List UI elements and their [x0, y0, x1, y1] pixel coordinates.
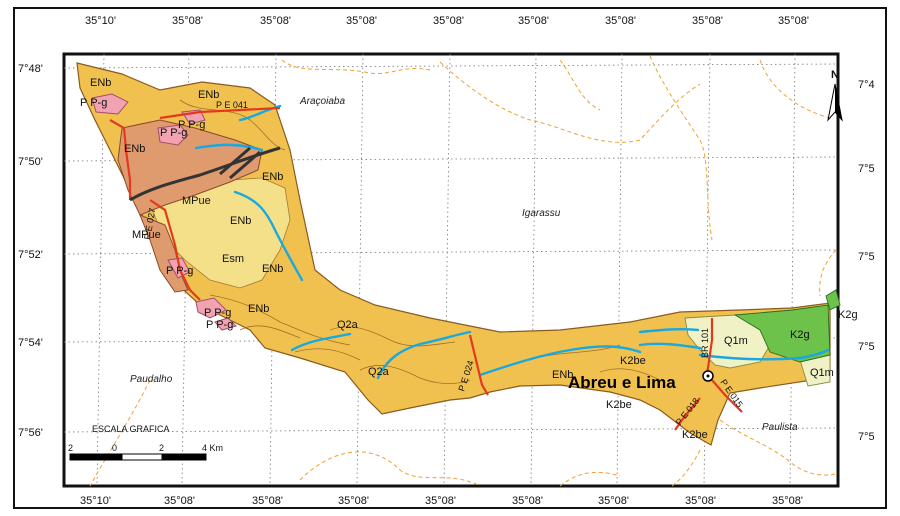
place-igarassu: Igarassu [522, 208, 561, 219]
unit-k2g-area-2 [825, 289, 841, 311]
place-abreu-e-lima: Abreu e Lima [568, 373, 676, 392]
left-tick: 7°54' [18, 337, 43, 349]
bottom-tick: 35°08' [598, 495, 629, 507]
unit-label: MPue [182, 195, 211, 207]
left-tick-labels: 7°48' 7°50' 7°52' 7°54' 7°56' [18, 63, 43, 439]
left-tick: 7°56' [18, 427, 43, 439]
bottom-tick: 35°08' [512, 495, 543, 507]
left-tick: 7°50' [18, 156, 43, 168]
unit-label: K2be [606, 399, 632, 411]
bottom-tick: 35°08' [164, 495, 195, 507]
unit-label: Esm [222, 253, 244, 265]
bottom-tick: 35°08' [252, 495, 283, 507]
top-tick: 35°08' [605, 15, 636, 27]
bottom-tick-labels: 35°10' 35°08' 35°08' 35°08' 35°08' 35°08… [80, 495, 803, 507]
scale-tick-1: 0 [112, 443, 117, 453]
unit-label: K2g [790, 329, 810, 341]
unit-enb-area [76, 62, 831, 446]
left-tick: 7°48' [18, 63, 43, 75]
top-tick: 35°08' [518, 15, 549, 27]
scale-title: ESCALA GRAFICA [92, 424, 170, 434]
right-tick-labels: 7°4 7°5 7°5 7°5 7°5 [858, 79, 875, 443]
bottom-tick: 35°08' [338, 495, 369, 507]
unit-label: K2g [838, 309, 858, 321]
top-tick: 35°08' [346, 15, 377, 27]
top-tick: 35°08' [433, 15, 464, 27]
unit-label: ENb [230, 215, 251, 227]
top-tick: 35°08' [172, 15, 203, 27]
right-tick: 7°4 [858, 79, 875, 91]
bottom-tick: 35°10' [80, 495, 111, 507]
top-tick: 35°08' [692, 15, 723, 27]
top-tick: 35°08' [260, 15, 291, 27]
scale-tick-2: 2 [159, 443, 164, 453]
unit-labels: ENb ENb ENb ENb ENb ENb ENb P P-g P P-g … [80, 77, 858, 441]
city-marker-center [706, 374, 710, 378]
rivers [194, 104, 830, 380]
unit-label: Q2a [368, 366, 390, 378]
unit-label: MPue [132, 229, 161, 241]
right-tick: 7°5 [858, 431, 875, 443]
unit-label: ENb [262, 263, 283, 275]
north-label: N [831, 69, 839, 81]
unit-label: ENb [248, 303, 269, 315]
top-tick: 35°08' [778, 15, 809, 27]
scale-tick-0: 2 [68, 443, 73, 453]
road-label-br101: BR 101 [700, 328, 710, 358]
unit-ppg-patches [91, 93, 237, 331]
unit-label: K2be [620, 355, 646, 367]
right-tick: 7°5 [858, 163, 875, 175]
municipal-boundaries [89, 55, 837, 487]
left-tick: 7°52' [18, 249, 43, 261]
scale-bar [69, 453, 207, 461]
place-aracoiaba: Araçoiaba [299, 96, 345, 107]
place-paudalho: Paudalho [130, 374, 173, 385]
top-tick-labels: 35°10' 35°08' 35°08' 35°08' 35°08' 35°08… [85, 15, 809, 27]
top-tick: 35°10' [85, 15, 116, 27]
unit-label: ENb [262, 171, 283, 183]
place-paulista: Paulista [762, 422, 798, 433]
faults [129, 146, 281, 202]
unit-k2g-area [733, 304, 831, 363]
unit-label: P P-g [80, 97, 107, 109]
unit-label: Q1m [810, 367, 834, 379]
north-arrow-icon [827, 83, 843, 122]
unit-label: ENb [90, 77, 111, 89]
unit-label: ENb [552, 369, 573, 381]
unit-label: P P-g [166, 265, 193, 277]
road-label-pe041: P E 041 [216, 100, 248, 110]
scale-tick-3: 4 Km [202, 443, 223, 453]
bottom-tick: 35°08' [425, 495, 456, 507]
right-tick: 7°5 [858, 341, 875, 353]
unit-label: Q2a [337, 319, 359, 331]
bottom-tick: 35°08' [772, 495, 803, 507]
unit-label: K2be [682, 429, 708, 441]
unit-label: ENb [198, 89, 219, 101]
right-tick: 7°5 [858, 251, 875, 263]
unit-label: P P-g [178, 119, 205, 131]
bottom-tick: 35°08' [685, 495, 716, 507]
unit-label: P P-g [204, 307, 231, 319]
unit-label: ENb [124, 143, 145, 155]
outer-frame [13, 7, 887, 509]
unit-label: P P-g [206, 319, 233, 331]
unit-label: P P-g [160, 127, 187, 139]
unit-label: Q1m [724, 335, 748, 347]
